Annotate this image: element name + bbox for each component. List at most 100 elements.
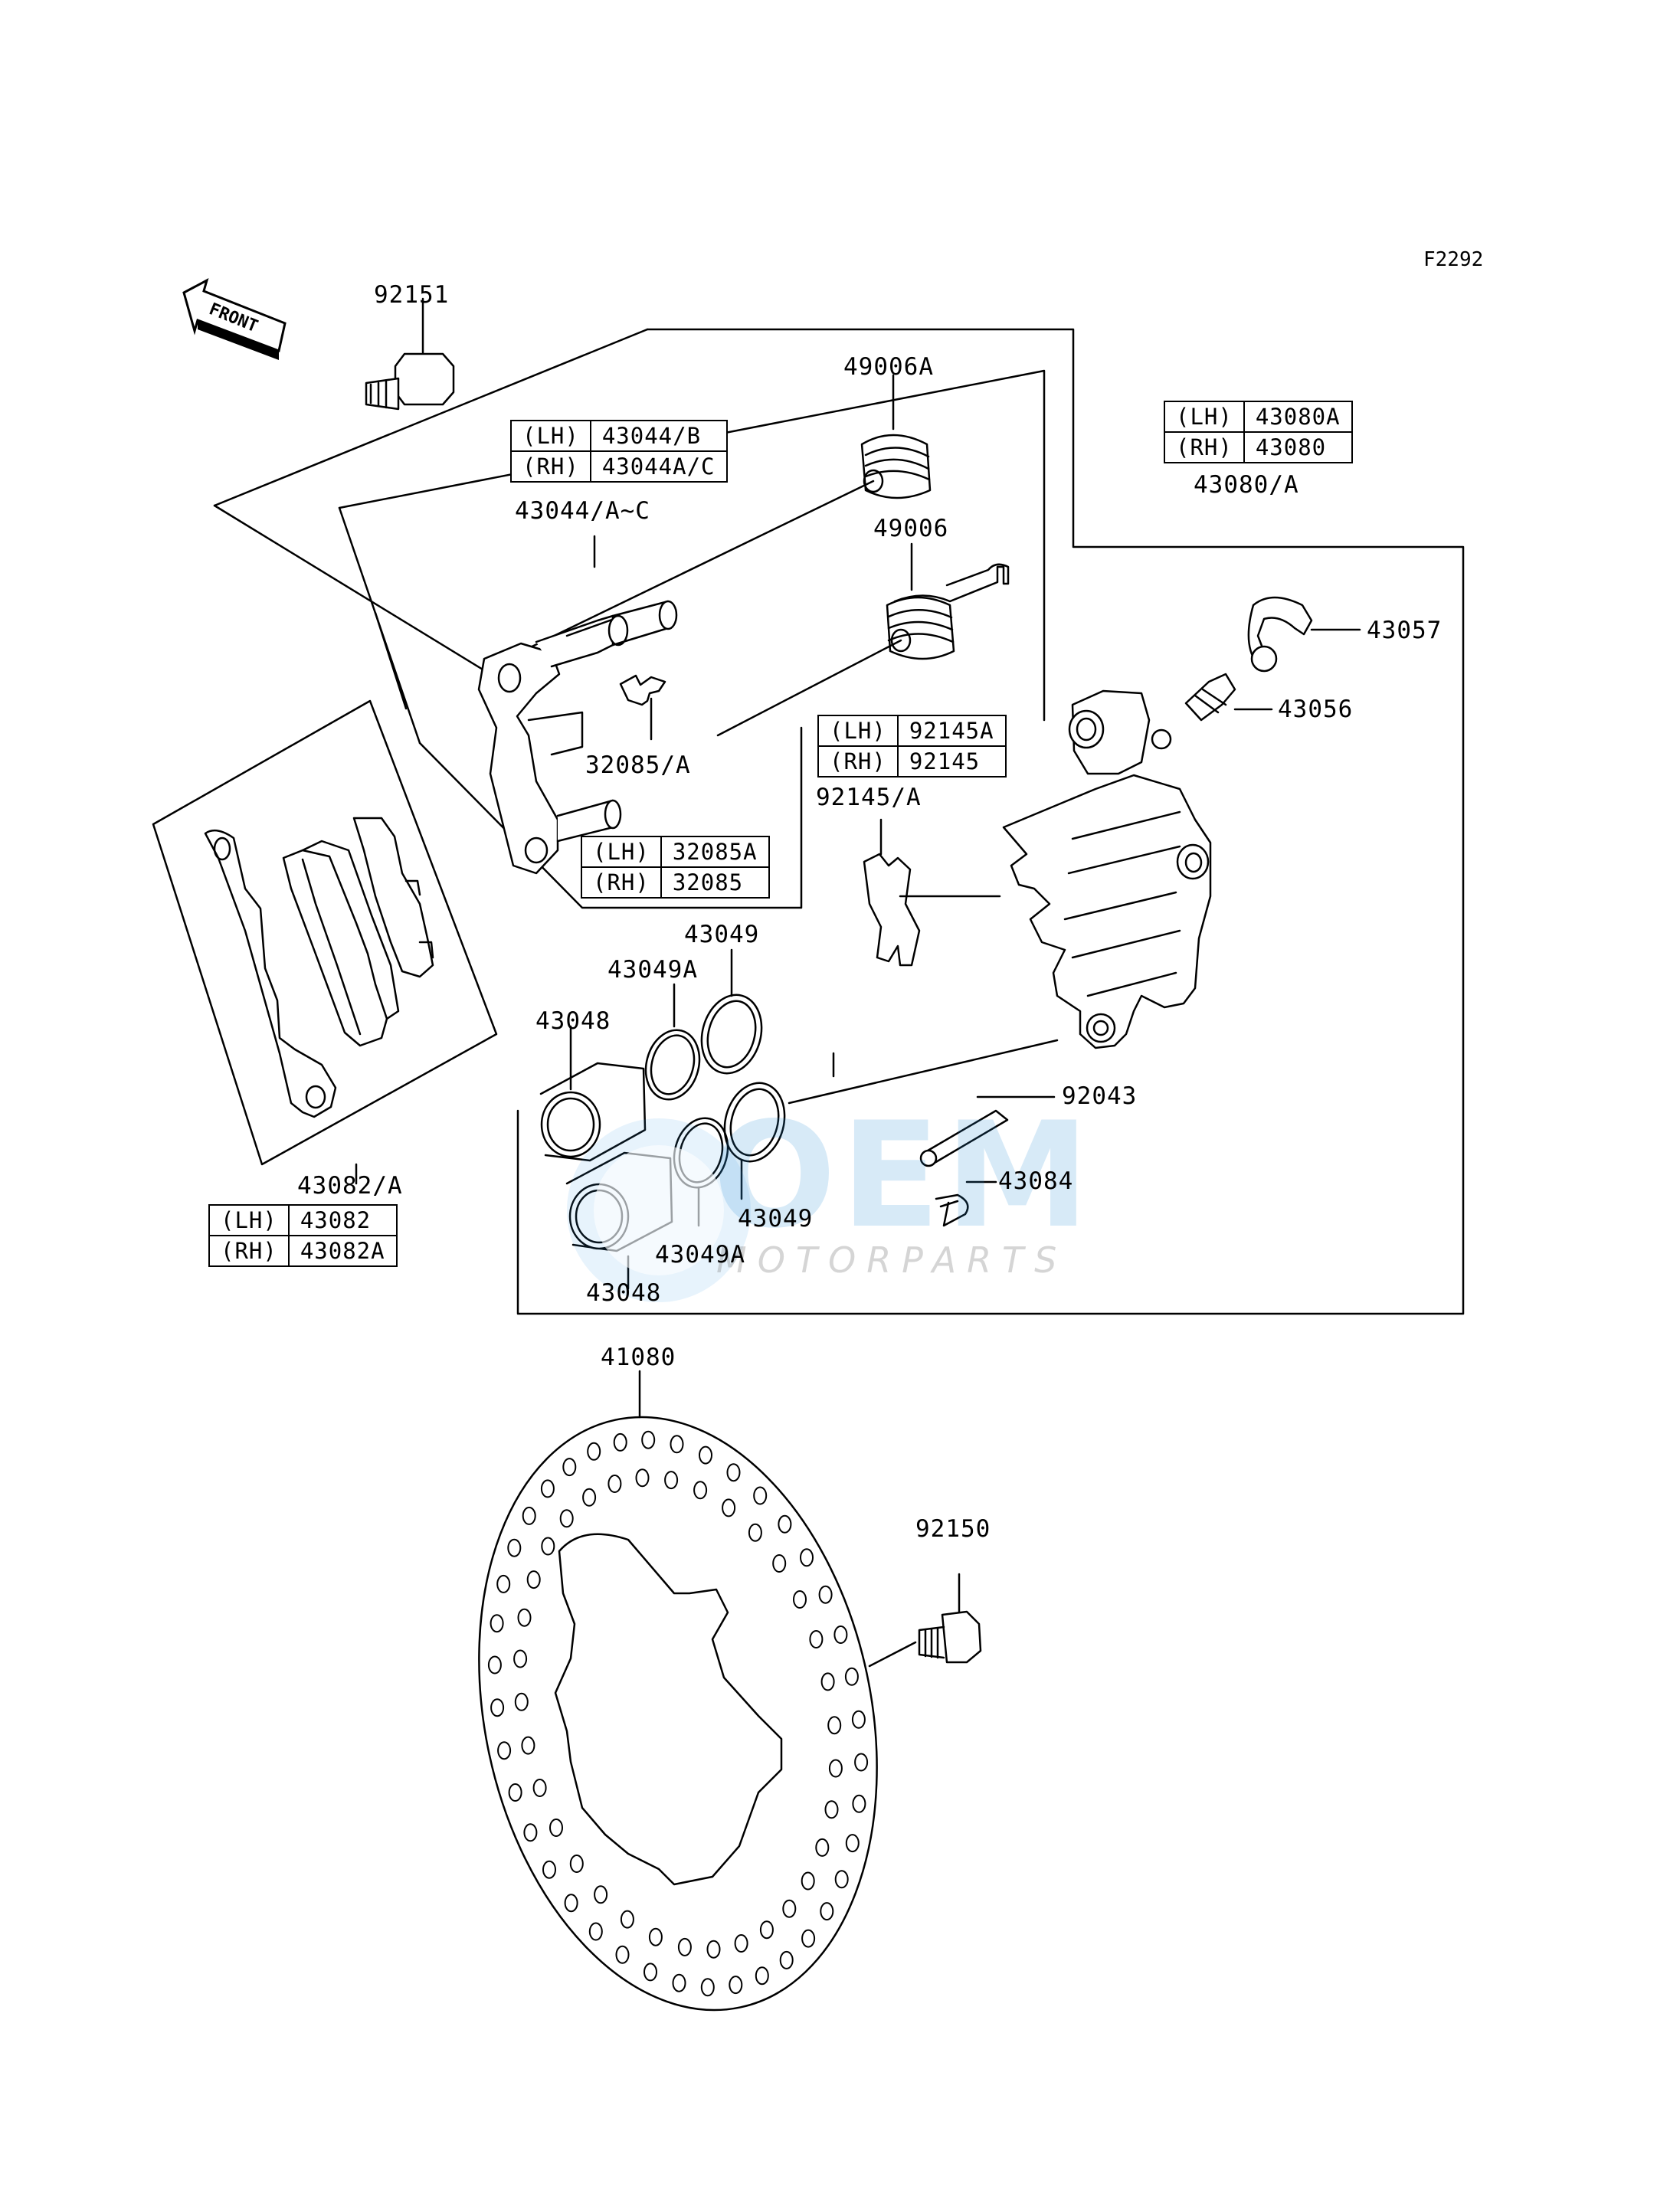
label-92151: 92151	[374, 281, 450, 309]
disc-hole	[699, 1445, 712, 1465]
label-92145: 92145/A	[816, 784, 922, 811]
lh-side: (LH)	[208, 1204, 290, 1236]
disc-hole	[815, 1838, 830, 1857]
rh-part: 92145	[896, 745, 1007, 778]
lh-side: (LH)	[1164, 401, 1245, 433]
disc-hole	[648, 1927, 663, 1946]
lh-part: 32085A	[660, 836, 770, 868]
cap-43057-drawing	[1247, 596, 1361, 673]
disc-hole	[726, 1463, 741, 1482]
clip-43084-drawing	[935, 1180, 997, 1227]
disc-hole	[513, 1649, 528, 1668]
disc-hole	[827, 1716, 842, 1735]
disc-hole	[782, 1899, 797, 1918]
disc-hole	[793, 1590, 807, 1609]
disc-hole	[845, 1834, 860, 1853]
disc-hole	[734, 1934, 748, 1953]
disc-hole	[588, 1922, 603, 1941]
pin-92043-drawing	[919, 1095, 1056, 1167]
disc-hole	[613, 1432, 627, 1452]
disc-hole	[801, 1871, 815, 1891]
clip-32085-drawing	[619, 674, 666, 741]
bolt-92151-drawing	[365, 297, 455, 411]
disc-hole	[778, 1514, 792, 1534]
disc-hole	[722, 1498, 736, 1517]
disc-hole	[526, 1570, 541, 1589]
disc-hole	[549, 1819, 563, 1837]
label-43082: 43082/A	[297, 1172, 403, 1200]
rh-side: (RH)	[581, 866, 662, 899]
disc-hole	[851, 1710, 866, 1729]
disc-hole	[852, 1794, 866, 1813]
disc-hole	[508, 1783, 522, 1802]
rh-side: (RH)	[510, 450, 591, 483]
disc-hole	[820, 1902, 834, 1921]
disc-hole	[562, 1458, 577, 1477]
disc-hole	[607, 1475, 622, 1493]
disc-hole	[772, 1554, 787, 1573]
side-table-43044: (LH)43044/B (RH)43044A/C	[510, 420, 728, 483]
piston-upper-drawing	[539, 1025, 647, 1162]
label-92150: 92150	[915, 1515, 991, 1543]
lh-part: 92145A	[896, 715, 1007, 747]
rh-part: 32085	[660, 866, 770, 899]
disc-hole	[729, 1976, 743, 1995]
lh-part: 43044/B	[589, 420, 728, 452]
disc-hole	[540, 1479, 555, 1498]
label-32085: 32085/A	[585, 751, 691, 779]
rh-part: 43082A	[287, 1235, 398, 1267]
disc-hole	[496, 1574, 511, 1593]
rh-side: (RH)	[1164, 431, 1245, 463]
label-43056: 43056	[1278, 696, 1354, 723]
rh-side: (RH)	[817, 745, 899, 778]
disc-hole	[818, 1585, 833, 1604]
label-43057: 43057	[1367, 617, 1443, 644]
disc-hole	[800, 1548, 814, 1567]
rh-part: 43080	[1243, 431, 1353, 463]
disc-hole	[672, 1973, 686, 1992]
disc-hole	[693, 1481, 708, 1500]
lh-side: (LH)	[581, 836, 662, 868]
disc-hole	[779, 1950, 794, 1969]
label-43044: 43044/A~C	[515, 497, 650, 525]
pad-shim-drawing	[352, 817, 434, 978]
disc-hole	[490, 1698, 505, 1717]
bracket-43044-drawing	[477, 535, 678, 875]
disc-hole	[559, 1509, 574, 1528]
side-table-32085: (LH)32085A (RH)32085	[581, 836, 770, 899]
disc-hole	[828, 1759, 843, 1778]
disc-hole	[507, 1538, 522, 1557]
disc-hole	[753, 1486, 768, 1505]
disc-hole	[542, 1860, 556, 1879]
bolt-92150-drawing	[868, 1573, 982, 1668]
disc-hole	[532, 1779, 547, 1797]
disc-hole	[514, 1692, 529, 1711]
disc-hole	[635, 1468, 650, 1488]
label-43049-top: 43049	[684, 921, 760, 948]
disc-hole	[541, 1537, 555, 1556]
front-direction-arrow-icon: FRONT	[182, 278, 287, 360]
label-92043: 92043	[1062, 1082, 1138, 1110]
disc-hole	[820, 1672, 835, 1691]
disc-hole	[490, 1614, 504, 1633]
label-43080: 43080/A	[1194, 471, 1299, 499]
pad-group-frame	[152, 699, 498, 1166]
disc-hole	[644, 1963, 657, 1982]
disc-hole	[824, 1800, 839, 1819]
bleeder-43056-drawing	[1184, 673, 1273, 722]
disc-hole	[582, 1488, 597, 1507]
watermark-sub: MOTORPARTS	[716, 1239, 1068, 1281]
disc-hole	[755, 1966, 769, 1986]
side-table-43080: (LH)43080A (RH)43080	[1164, 401, 1353, 463]
label-43084: 43084	[998, 1167, 1074, 1195]
lh-side: (LH)	[510, 420, 591, 452]
disc-hole	[670, 1435, 684, 1454]
disc-hole	[834, 1870, 849, 1889]
disc-hole	[497, 1741, 512, 1760]
disc-hole	[664, 1471, 679, 1490]
disc-hole	[521, 1736, 535, 1755]
lh-side: (LH)	[817, 715, 899, 747]
caliper-body-drawing	[1002, 689, 1212, 1049]
disc-holes	[487, 1430, 869, 1997]
